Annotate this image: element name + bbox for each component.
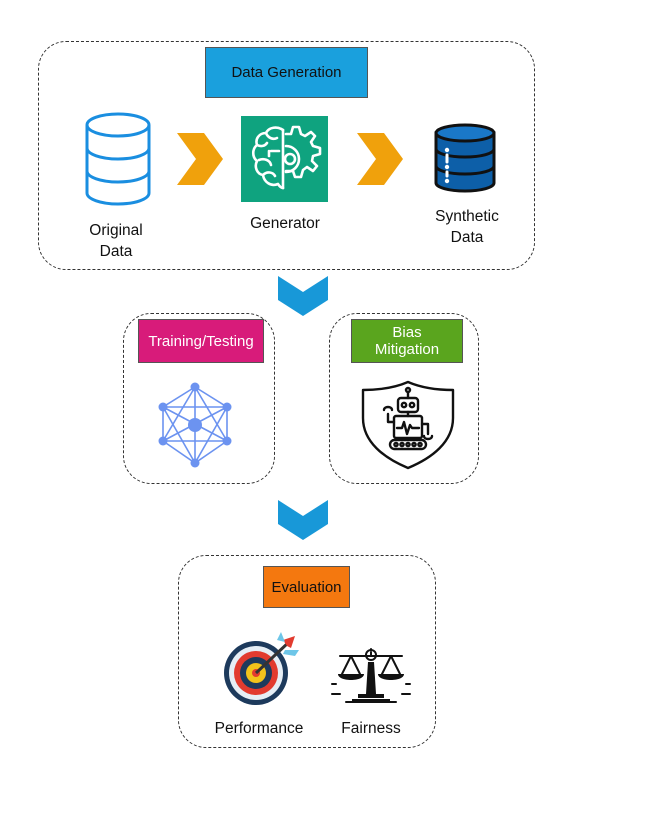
neural-network-icon <box>158 382 232 468</box>
synthetic-data-label: Synthetic Data <box>435 208 499 246</box>
original-data-label: Original Data <box>89 222 143 260</box>
chevron-right-icon <box>177 133 223 185</box>
database-outline-icon <box>85 112 151 206</box>
bias-mitigation-header: Bias Mitigation <box>351 319 463 363</box>
fairness-label: Fairness <box>341 720 401 737</box>
evaluation-header: Evaluation <box>263 566 350 608</box>
performance-label: Performance <box>214 720 304 737</box>
chevron-down-icon <box>278 500 328 540</box>
data-generation-header: Data Generation <box>205 47 368 98</box>
data-generation-group <box>38 41 535 270</box>
robot-shield-icon <box>361 380 455 470</box>
bias-mitigation-group <box>329 313 479 484</box>
brain-gear-icon <box>241 116 328 202</box>
training-testing-header: Training/Testing <box>138 319 264 363</box>
chevron-right-icon <box>357 133 403 185</box>
target-arrow-icon <box>224 632 299 705</box>
evaluation-group <box>178 555 436 748</box>
database-filled-icon <box>434 123 496 193</box>
generator-label: Generator <box>250 215 320 232</box>
training-testing-group <box>123 313 275 484</box>
balance-scale-icon <box>331 648 411 703</box>
chevron-down-icon <box>278 276 328 316</box>
